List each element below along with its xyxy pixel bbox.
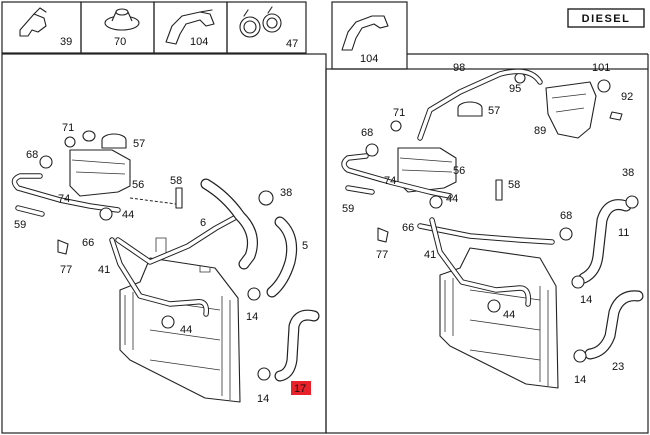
thumb-label-47[interactable]: 47 [286, 38, 298, 50]
thumb-label-70[interactable]: 70 [114, 36, 126, 48]
clamp-68b-right [559, 227, 573, 241]
callout-77-left[interactable]: 77 [60, 264, 72, 276]
clamp-44b-right [487, 299, 501, 313]
callout-71-left[interactable]: 71 [62, 122, 74, 134]
left-drawing [11, 130, 320, 403]
bracket-77-left [57, 239, 69, 255]
callout-68-left[interactable]: 68 [26, 149, 38, 161]
hose-66-left [115, 213, 241, 265]
callout-92-right[interactable]: 92 [621, 91, 633, 103]
cap-101-right [597, 79, 611, 93]
callout-66-right[interactable]: 66 [402, 222, 414, 234]
clamp-68-left [39, 155, 53, 169]
callout-5-left[interactable]: 5 [302, 240, 308, 252]
radiator-right [439, 247, 559, 389]
clamp-68a-right [365, 143, 379, 157]
radiator-left [119, 237, 241, 403]
diesel-badge [567, 8, 645, 28]
header-row: 39 70 104 47 [1, 1, 307, 54]
callout-23-right[interactable]: 23 [612, 361, 624, 373]
callout-89-right[interactable]: 89 [534, 125, 546, 137]
expansion-tank-right [397, 101, 483, 193]
left-callouts: 71 57 68 58 56 74 44 38 6 59 66 5 77 41 … [14, 122, 311, 405]
callout-14a-right[interactable]: 14 [580, 294, 592, 306]
thumb-frame-4 [226, 1, 307, 54]
callout-56-right[interactable]: 56 [453, 165, 465, 177]
clamp-14a-right [571, 275, 585, 289]
callout-59-left[interactable]: 59 [14, 219, 26, 231]
hose-clamp-47-icon [239, 6, 282, 38]
clamp-38-left [258, 190, 274, 206]
diesel-label: DIESEL [582, 13, 631, 25]
callout-98-right[interactable]: 98 [453, 62, 465, 74]
callout-77-right[interactable]: 77 [376, 249, 388, 261]
clamp-14a-left [247, 287, 261, 301]
clamp-44b-left [161, 315, 175, 329]
grommet-70-icon [104, 8, 140, 31]
diesel-section: 104 DIESEL [331, 1, 645, 70]
sensor-58-left [175, 187, 183, 209]
callout-57-right[interactable]: 57 [488, 105, 500, 117]
bracket-104-diesel-icon [341, 15, 389, 51]
callout-6-left[interactable]: 6 [200, 217, 206, 229]
diesel-part-label[interactable]: 104 [360, 53, 378, 65]
callout-38-left[interactable]: 38 [280, 187, 292, 199]
nut-71-right [390, 120, 402, 132]
callout-71-right[interactable]: 71 [393, 107, 405, 119]
sensor-58-right [495, 179, 503, 201]
callout-14b-left[interactable]: 14 [257, 393, 269, 405]
clamp-44a-right [429, 195, 443, 209]
right-drawing [341, 68, 644, 389]
callout-41-right[interactable]: 41 [424, 249, 436, 261]
callout-101-right[interactable]: 101 [592, 62, 610, 74]
screw-92-right [609, 111, 623, 121]
callout-66-left[interactable]: 66 [82, 237, 94, 249]
callout-95-right[interactable]: 95 [509, 83, 521, 95]
callout-58-right[interactable]: 58 [508, 179, 520, 191]
callout-74-left[interactable]: 74 [58, 193, 70, 205]
callout-14b-right[interactable]: 14 [574, 374, 586, 386]
nut-71-left [64, 136, 76, 148]
callout-68a-right[interactable]: 68 [361, 127, 373, 139]
expansion-tank-left [69, 130, 131, 197]
bracket-77-right [377, 227, 389, 243]
callout-38-right[interactable]: 38 [622, 167, 634, 179]
callout-11-right[interactable]: 11 [618, 227, 629, 239]
clamp-38-right [625, 195, 639, 209]
right-callouts: 98 95 101 92 57 89 71 68 56 58 74 44 38 … [342, 62, 634, 386]
right-panel-frame [325, 68, 649, 434]
callout-17-highlight [291, 381, 311, 395]
thumb-label-104[interactable]: 104 [190, 36, 208, 48]
bracket-104-icon [165, 9, 215, 45]
leader-56-left [129, 197, 177, 205]
callout-44b-right[interactable]: 44 [503, 309, 515, 321]
callout-58-left[interactable]: 58 [170, 175, 182, 187]
callout-41-left[interactable]: 41 [98, 264, 110, 276]
callout-57-left[interactable]: 57 [133, 138, 145, 150]
thumb-label-39[interactable]: 39 [60, 36, 72, 48]
callout-56-left[interactable]: 56 [132, 179, 144, 191]
clamp-44a-left [99, 207, 113, 221]
clamp-14b-right [573, 349, 587, 363]
callout-44a-left[interactable]: 44 [122, 209, 134, 221]
clip-39-icon [19, 7, 47, 37]
callout-74-right[interactable]: 74 [384, 175, 396, 187]
callout-68b-right[interactable]: 68 [560, 210, 572, 222]
callout-17-left[interactable]: 17 [294, 383, 306, 395]
callout-44b-left[interactable]: 44 [180, 324, 192, 336]
callout-59-right[interactable]: 59 [342, 203, 354, 215]
clamp-14b-left [257, 367, 271, 381]
callout-44a-right[interactable]: 44 [446, 193, 458, 205]
callout-14a-left[interactable]: 14 [246, 311, 258, 323]
